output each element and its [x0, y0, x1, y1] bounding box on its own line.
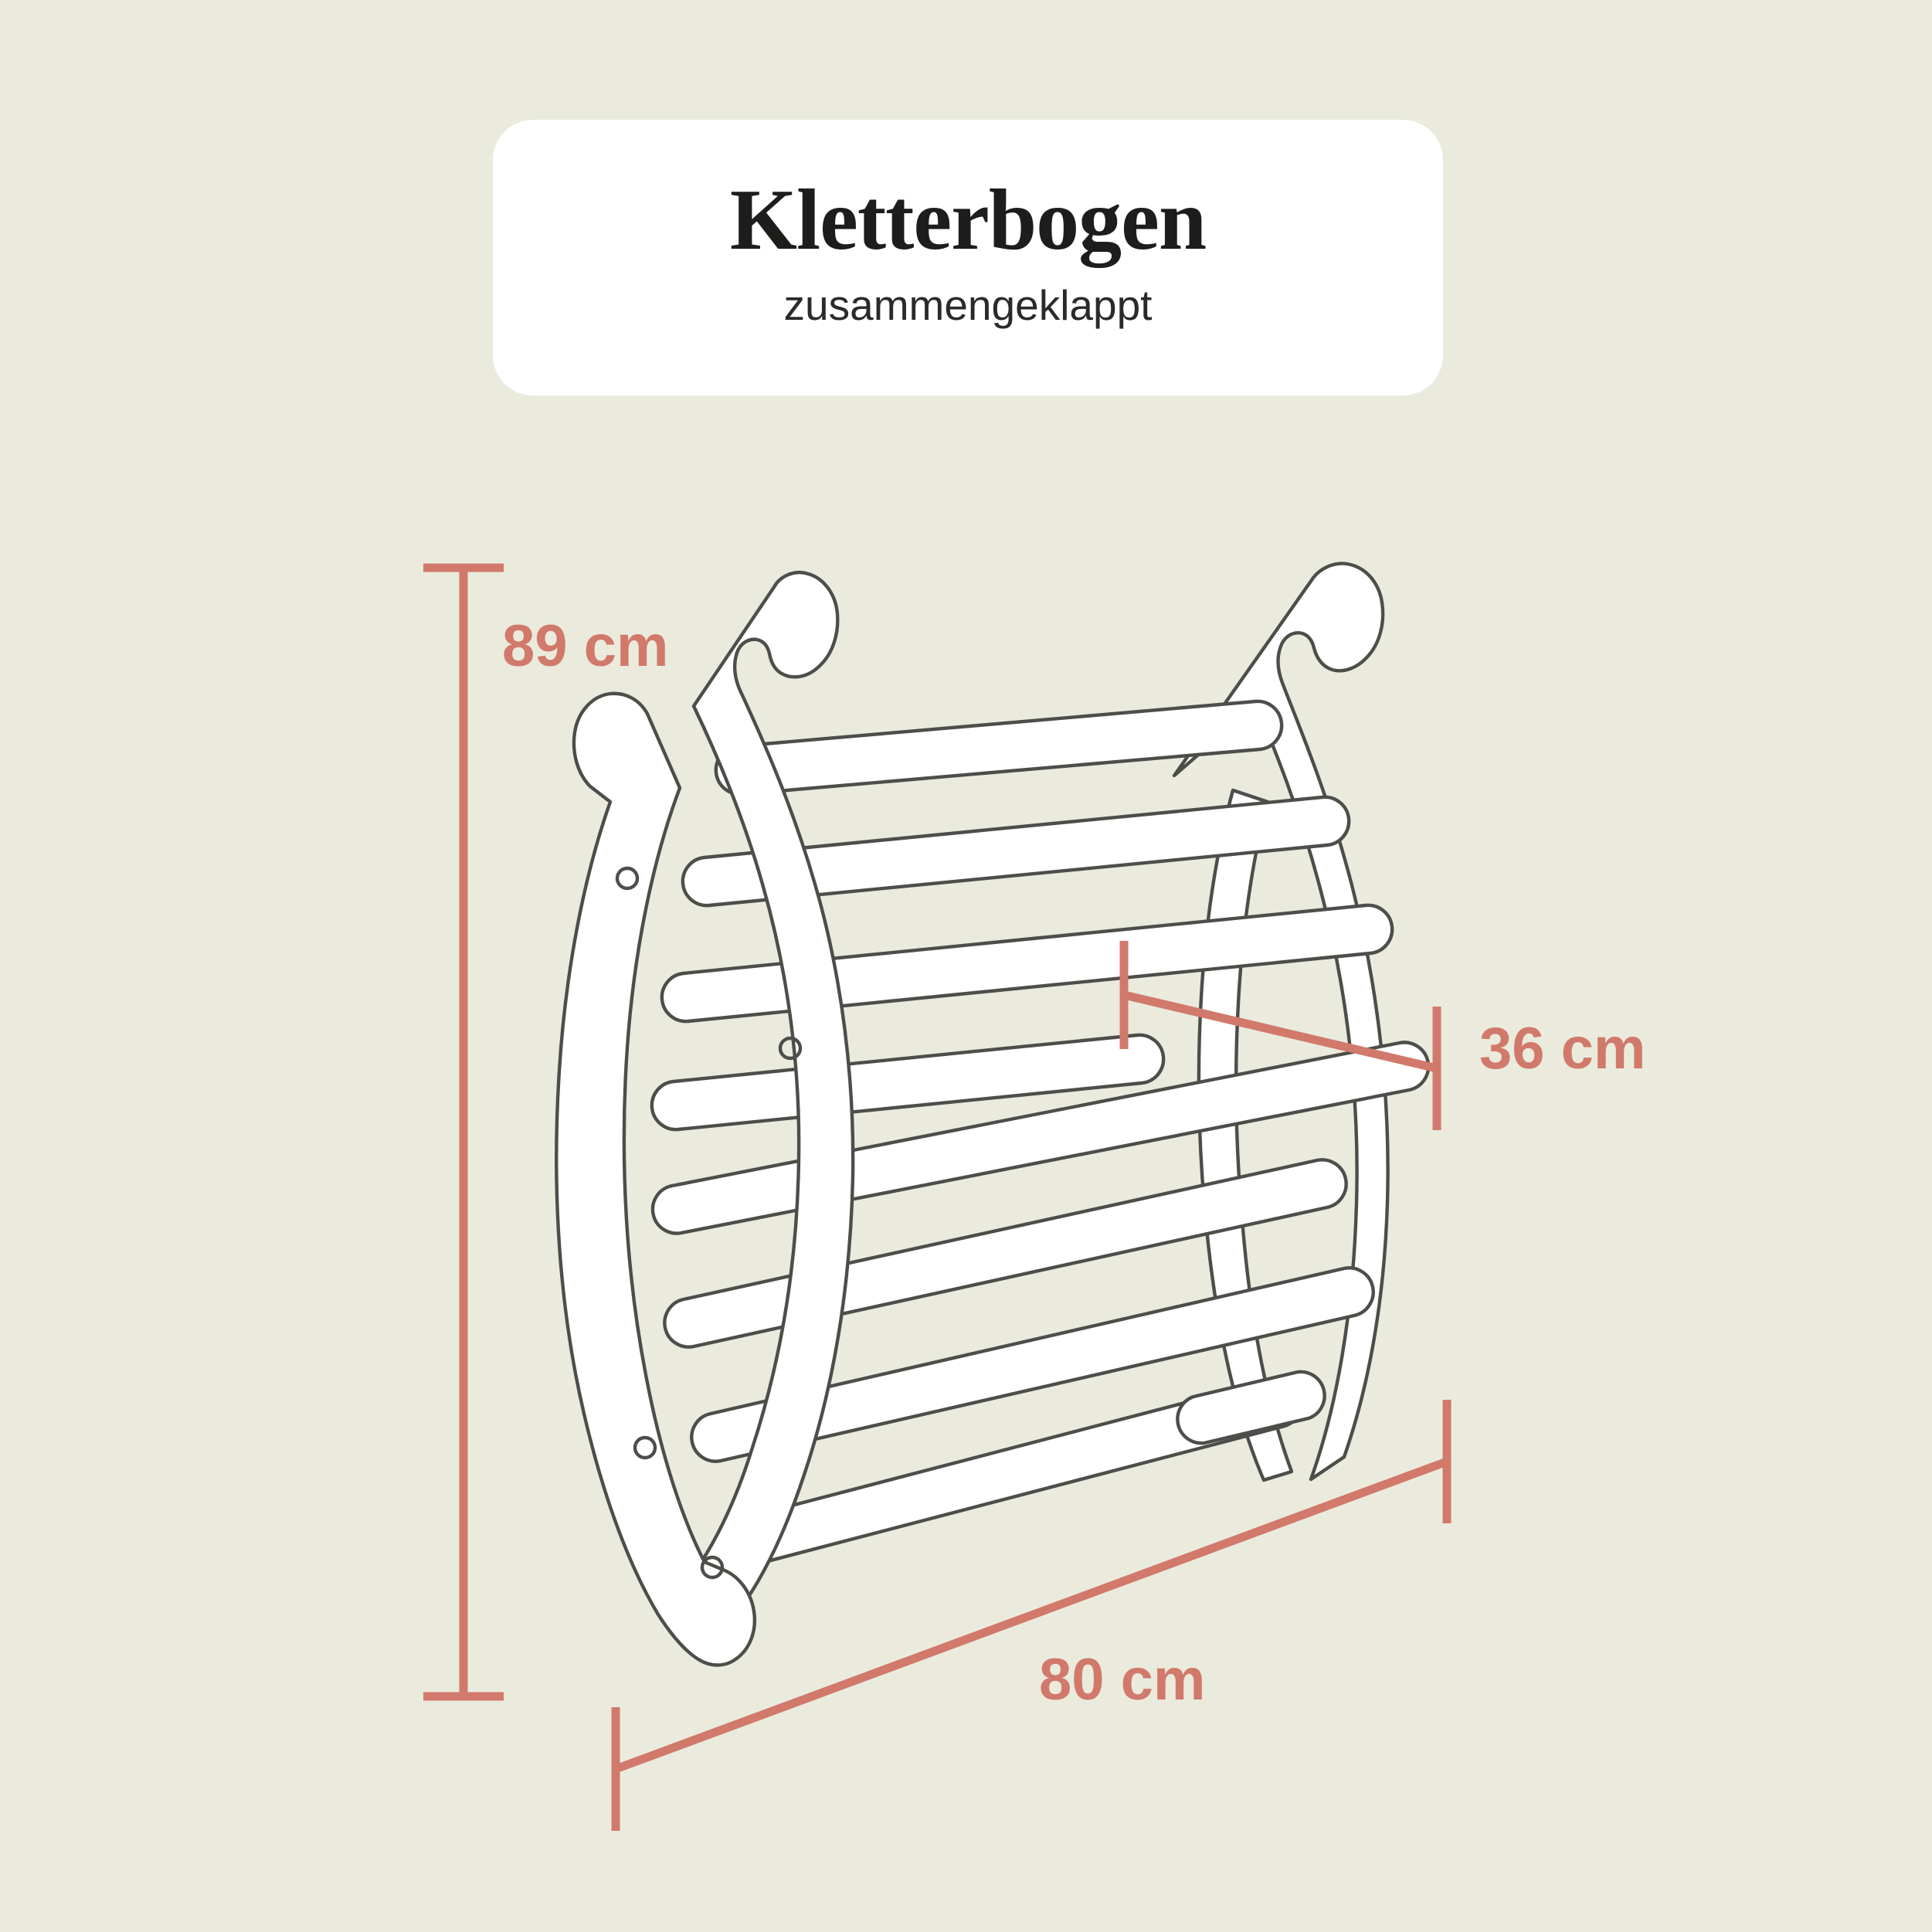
screw-hole-2 [778, 1036, 803, 1061]
dimension-depth-36: 36 cm [1119, 941, 1646, 1130]
dim-width-line [614, 1457, 1448, 1774]
rung-9 [1176, 1370, 1326, 1445]
title-card: Kletterbogen zusammengeklappt [493, 120, 1443, 396]
screw-hole-3 [633, 1435, 657, 1460]
dim-height-label: 89 cm [502, 613, 669, 679]
dimension-width-80: 80 cm [611, 1400, 1452, 1831]
left-arch-group [555, 570, 855, 1667]
rung-3 [660, 903, 1394, 1024]
page-subtitle: zusammengeklappt [783, 280, 1153, 329]
dimension-height-89: 89 cm [423, 563, 669, 1701]
dim-depth-line [1122, 990, 1438, 1073]
rung-4 [650, 1033, 1166, 1132]
arch-rail-left-rear [677, 570, 855, 1621]
dim-depth-label: 36 cm [1479, 1016, 1646, 1081]
dim-width-label: 80 cm [1039, 1647, 1206, 1713]
screw-hole-4 [700, 1555, 725, 1580]
arch-rail-left-front [555, 691, 757, 1667]
rung-1 [714, 699, 1284, 796]
rung-2 [681, 795, 1351, 908]
page-title: Kletterbogen [729, 172, 1207, 269]
rung-7 [690, 1266, 1375, 1463]
screw-hole-1 [615, 866, 640, 891]
